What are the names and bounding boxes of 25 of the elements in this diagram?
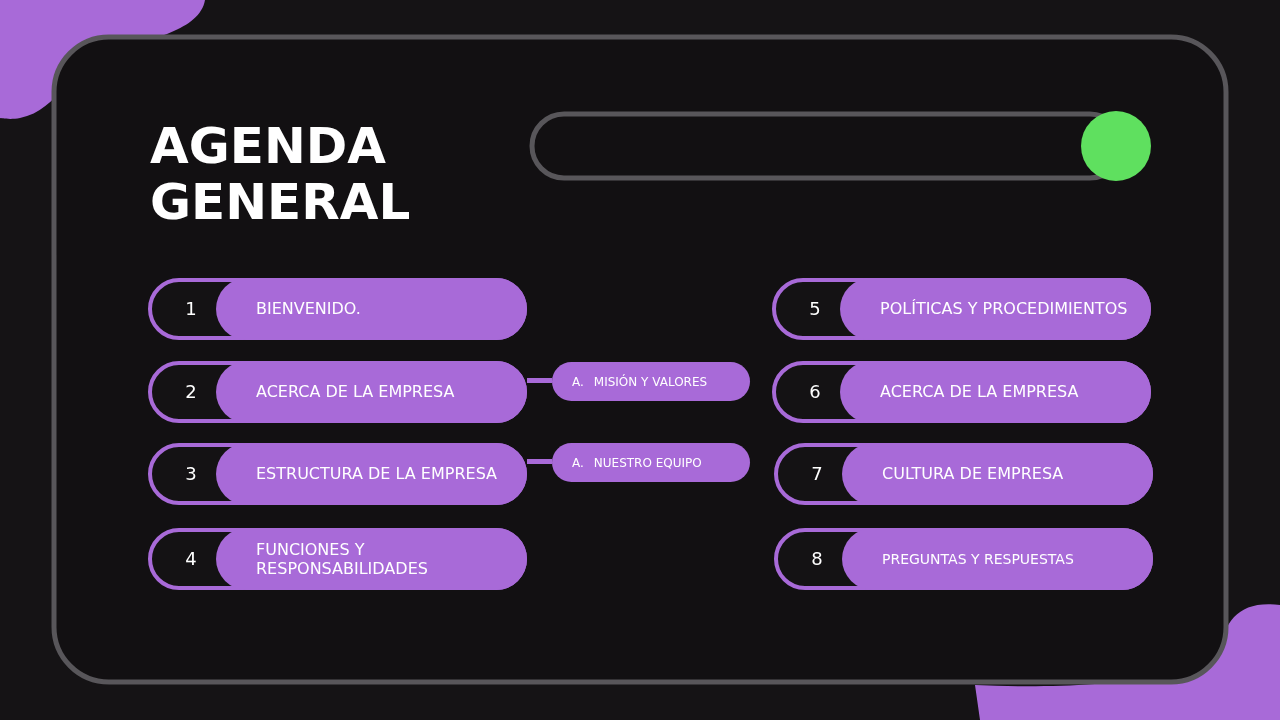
item-title: ESTRUCTURA DE LA EMPRESA bbox=[216, 443, 527, 505]
subtopic-text: NUESTRO EQUIPO bbox=[593, 455, 702, 470]
item-number: 8 bbox=[810, 547, 824, 571]
item-title: POLÍTICAS Y PROCEDIMIENTOS bbox=[840, 278, 1151, 340]
item-title: CULTURA DE EMPRESA bbox=[842, 443, 1153, 505]
item-title: FUNCIONES Y RESPONSABILIDADES bbox=[216, 528, 527, 590]
connector-line bbox=[527, 378, 552, 383]
item-title: ACERCA DE LA EMPRESA bbox=[840, 361, 1151, 423]
subtopic-pill bbox=[552, 362, 750, 401]
item-title: BIENVENIDO. bbox=[216, 278, 527, 340]
list-marker: A. bbox=[572, 374, 584, 389]
list-marker: A. bbox=[572, 455, 584, 470]
title: AGENDA GENERAL bbox=[150, 118, 412, 230]
item-number: 6 bbox=[808, 380, 822, 404]
item-number: 7 bbox=[810, 462, 824, 486]
item-number: 1 bbox=[184, 297, 198, 321]
item-number: 4 bbox=[184, 547, 198, 571]
subtopic-text: MISIÓN Y VALORES bbox=[593, 374, 708, 389]
item-number: 3 bbox=[184, 462, 198, 486]
item-number: 2 bbox=[184, 380, 198, 404]
connector-line bbox=[527, 459, 552, 464]
item-number: 5 bbox=[808, 297, 822, 321]
item-title: ACERCA DE LA EMPRESA bbox=[216, 361, 527, 423]
subtopic-pill bbox=[552, 443, 750, 482]
item-title: PREGUNTAS Y RESPUESTAS bbox=[842, 528, 1153, 590]
